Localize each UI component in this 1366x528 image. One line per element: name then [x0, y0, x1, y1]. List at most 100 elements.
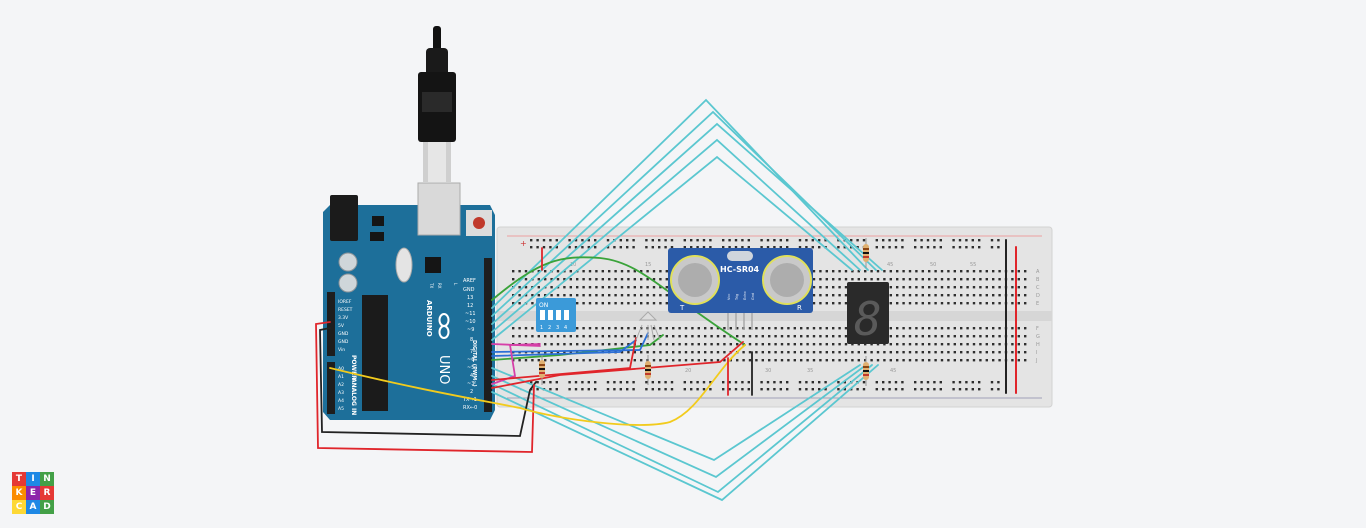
pin-label-ioref: IOREF [338, 299, 352, 305]
wire-cyan[interactable] [491, 364, 861, 462]
pin-label-a0: A0 [338, 366, 344, 372]
resistor[interactable] [863, 238, 869, 268]
sensor-r-label: R [797, 304, 802, 312]
svg-text:F: F [1036, 326, 1039, 332]
pin-label-aref: AREF [463, 278, 476, 284]
logo-letter: K [12, 486, 26, 500]
reset-button[interactable] [473, 217, 485, 229]
seven-segment-display[interactable]: 8 [847, 282, 889, 346]
pin-label-gnd2: GND [338, 339, 349, 345]
col-number: 45 [887, 262, 893, 268]
arduino-uno-board[interactable]: AREF GND 13 12 ~11 ~10 ~9 8 7 ~6 ~5 4 ~3… [323, 182, 495, 420]
pin-label-10: ~10 [465, 319, 476, 325]
arduino-logo-icon [438, 313, 450, 339]
wire-black[interactable] [319, 327, 537, 437]
wire-cyan[interactable] [491, 138, 861, 333]
digital-pwm-label: DIGITAL (PWM~) [471, 340, 477, 387]
pin-label-5: ~5 [467, 365, 474, 371]
pin-label-13: 13 [467, 295, 473, 301]
wire-cyan[interactable] [491, 364, 867, 479]
wire-cyan[interactable] [491, 364, 873, 494]
display-digit: 8 [854, 292, 882, 346]
pin-label-3v3: 3.3V [338, 315, 349, 321]
ultrasonic-sensor[interactable]: HC-SR04 T R Vcc Trig Echo Gnd [668, 248, 813, 330]
dip-number: 2 [548, 325, 551, 331]
sensor-pin-label: Gnd [751, 293, 755, 300]
pin-label-vin: Vin [338, 347, 345, 353]
breadboard[interactable]: + - 10 15 45 50 55 20 30 35 45 A B C D E… [496, 226, 1053, 408]
dip-number: 1 [540, 325, 543, 331]
svg-text:G: G [1036, 334, 1040, 340]
analog-in-label: ANALOG IN [350, 378, 357, 415]
logo-letter: I [26, 472, 40, 486]
dip-toggle-2[interactable] [548, 310, 553, 320]
resistor[interactable] [863, 356, 869, 386]
sensor-pin-label: Trig [735, 294, 739, 301]
pin-label-2: 2 [470, 389, 473, 395]
dip-switch[interactable]: ON 1 2 3 4 [536, 298, 576, 332]
wire-red[interactable] [491, 337, 637, 381]
pin-label-a1: A1 [338, 374, 344, 380]
pin-label-9: ~9 [467, 327, 474, 333]
wire-cyan[interactable] [491, 364, 879, 502]
logo-letter: N [40, 472, 54, 486]
svg-text:B: B [1036, 277, 1040, 283]
wire-cyan[interactable] [491, 155, 853, 341]
dip-toggle-1[interactable] [540, 310, 545, 320]
col-number: 45 [890, 368, 896, 374]
dip-toggle-4[interactable] [564, 310, 569, 320]
pin-label-4: 4 [470, 373, 473, 379]
usb-cable[interactable] [418, 26, 456, 182]
pin-label-5v: 5V [338, 323, 345, 329]
pin-label-11: ~11 [465, 311, 476, 317]
svg-text:E: E [1036, 301, 1039, 307]
dip-on-label: ON [539, 302, 548, 309]
col-number: 15 [645, 262, 651, 268]
sensor-pin-label: Echo [743, 292, 747, 301]
logo-letter: T [12, 472, 26, 486]
pin-label-a2: A2 [338, 382, 344, 388]
wire-red[interactable] [315, 321, 535, 453]
svg-text:A: A [1036, 269, 1040, 275]
sensor-pin-label: Vcc [727, 294, 731, 300]
pin-label-reset: RESET [338, 307, 353, 313]
pin-label-1: TX→1 [462, 397, 477, 403]
pin-label-8: 8 [470, 337, 473, 343]
col-number: 55 [970, 262, 976, 268]
pin-label-a3: A3 [338, 390, 344, 396]
dip-number: 4 [564, 325, 567, 331]
power-label: POWER [350, 355, 357, 380]
arduino-brand-label: ARDUINO [425, 300, 433, 337]
rx-led-label: RX [437, 283, 442, 289]
rgb-led[interactable] [635, 311, 661, 341]
logo-letter: A [26, 500, 40, 514]
wire-yellow[interactable] [329, 344, 746, 426]
pin-label-gnd1: GND [338, 331, 349, 337]
svg-text:H: H [1036, 342, 1040, 348]
row-letters: A B C D E F G H I J [1035, 269, 1040, 364]
wire-red[interactable] [491, 341, 744, 389]
logo-letter: C [12, 500, 26, 514]
svg-text:C: C [1036, 285, 1040, 291]
sensor-label: HC-SR04 [720, 265, 760, 274]
col-number: 20 [685, 368, 691, 374]
wire-blue[interactable] [491, 332, 649, 353]
pin-label-gnd: GND [463, 287, 475, 293]
wire-blue[interactable] [491, 339, 637, 357]
wire-magenta[interactable] [491, 343, 541, 385]
resistor[interactable] [539, 355, 545, 385]
plus-rail-label: + [520, 239, 527, 248]
wires[interactable] [315, 98, 1017, 502]
wire-cyan[interactable] [491, 122, 883, 325]
pin-label-12: 12 [467, 303, 473, 309]
dip-number: 3 [556, 325, 559, 331]
col-number: 50 [930, 262, 936, 268]
dip-toggle-3[interactable] [556, 310, 561, 320]
pin-label-a5: A5 [338, 406, 344, 412]
logo-letter: D [40, 500, 54, 514]
resistor[interactable] [645, 355, 651, 385]
col-number: 10 [570, 262, 576, 268]
wire-cyan[interactable] [491, 98, 869, 309]
